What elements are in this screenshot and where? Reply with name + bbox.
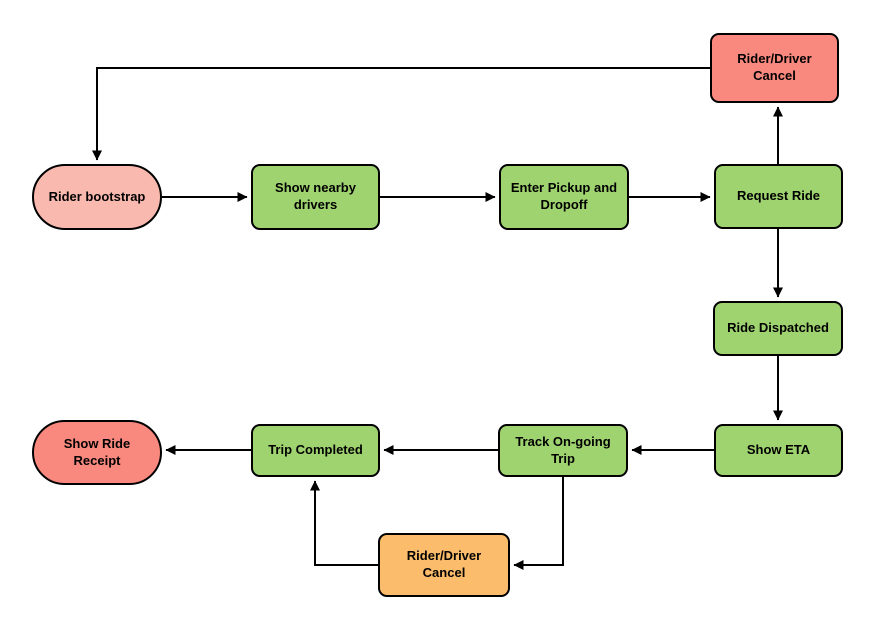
edge-track-trip-to-cancel-bottom — [513, 477, 564, 570]
node-rider-bootstrap: Rider bootstrap — [32, 164, 162, 230]
node-track-ongoing-trip: Track On-going Trip — [498, 424, 628, 477]
node-rider-driver-cancel-top: Rider/Driver Cancel — [710, 33, 839, 103]
node-request-ride: Request Ride — [714, 164, 843, 229]
node-enter-pickup-and-dropoff: Enter Pickup and Dropoff — [499, 164, 629, 230]
node-show-nearby-drivers: Show nearby drivers — [251, 164, 380, 230]
edge-cancel-bottom-to-trip-completed — [310, 480, 378, 566]
node-show-ride-receipt: Show Ride Receipt — [32, 420, 162, 485]
node-ride-dispatched: Ride Dispatched — [713, 301, 843, 356]
node-trip-completed: Trip Completed — [251, 424, 380, 477]
node-show-eta: Show ETA — [714, 424, 843, 477]
node-rider-driver-cancel-bottom: Rider/Driver Cancel — [378, 533, 510, 597]
edge-cancel-top-to-rider-bootstrap — [92, 67, 710, 161]
